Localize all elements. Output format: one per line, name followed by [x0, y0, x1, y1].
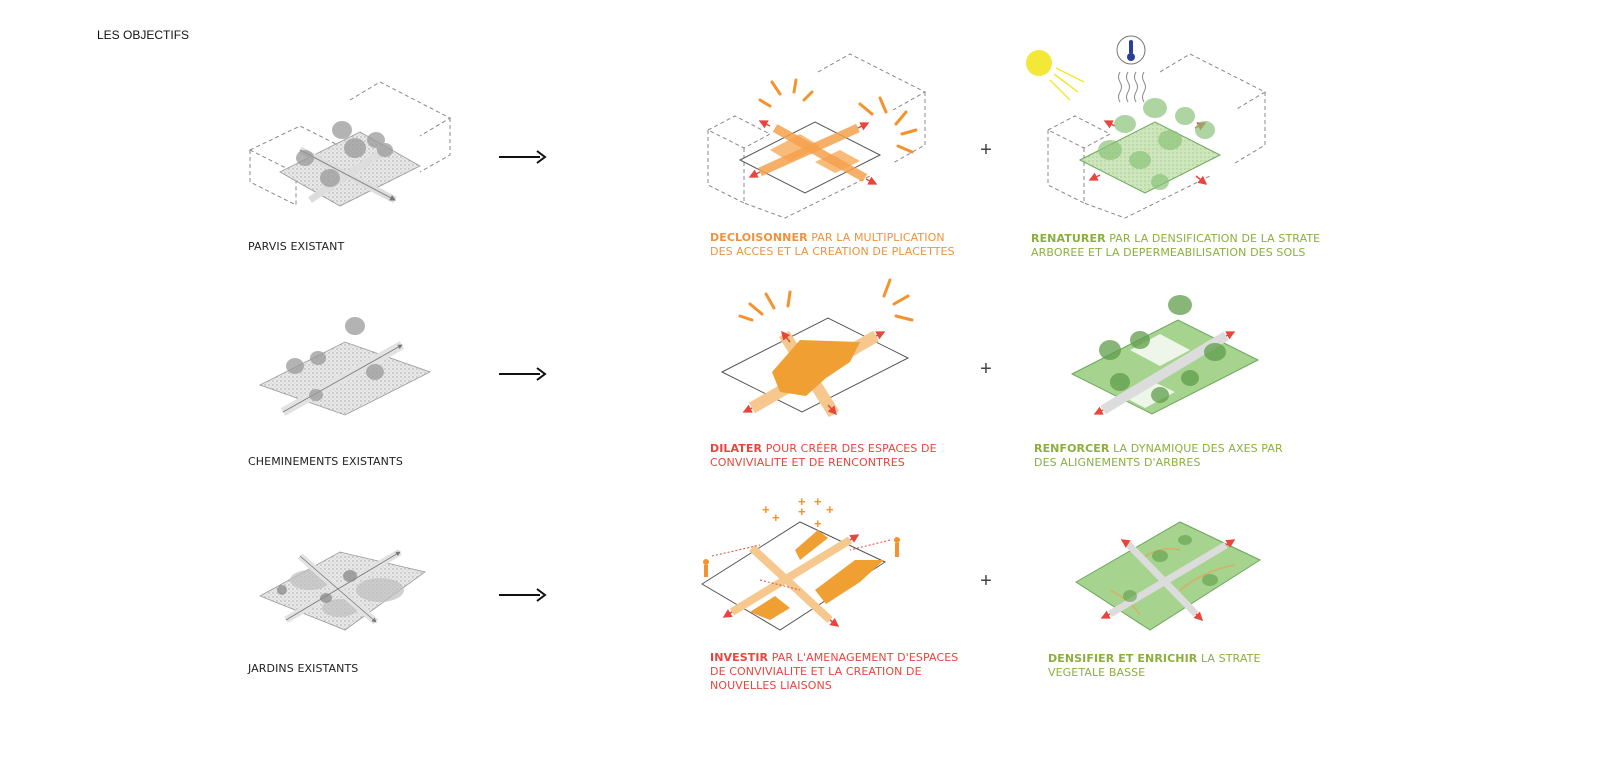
svg-text:+: + [826, 502, 834, 517]
renaturer-diagram [1026, 35, 1267, 219]
objective-text-line-1: PAR LA DENSIFICATION DE LA STRATE [1105, 232, 1321, 245]
page-title: LES OBJECTIFS [97, 28, 190, 42]
objective-text-line-2: VEGETALE BASSE [1048, 666, 1146, 679]
objective-text-line-1: PAR LA MULTIPLICATION [807, 231, 945, 244]
objective-dilater: DILATER POUR CRÉER DES ESPACES DE CONVIV… [710, 442, 937, 470]
cheminements-existing-diagram [258, 317, 432, 416]
objective-densifier: DENSIFIER ET ENRICHIR LA STRATE VEGETALE… [1048, 652, 1261, 680]
plus-operator-1: + [980, 139, 992, 161]
objective-text-line-3: NOUVELLES LIAISONS [710, 679, 832, 692]
svg-text:+: + [798, 494, 806, 509]
densifier-diagram [1075, 521, 1262, 631]
svg-text:+: + [762, 502, 770, 517]
decloisonner-diagram [706, 53, 927, 219]
objective-decloisonner: DECLOISONNER PAR LA MULTIPLICATION DES A… [710, 231, 955, 259]
sun-icon [1026, 50, 1052, 76]
objective-text-line-2: DE CONVIVIALITE ET LA CREATION DE [710, 665, 922, 678]
objective-text-line-1: POUR CRÉER DES ESPACES DE [762, 442, 937, 455]
objective-keyword: DILATER [710, 442, 763, 455]
svg-text:+: + [814, 494, 822, 509]
objective-text-line-2: ARBOREE ET LA DEPERMEABILISATION DES SOL… [1031, 246, 1306, 259]
renforcer-diagram [1070, 295, 1260, 415]
objective-keyword: RENATURER [1031, 232, 1106, 245]
objective-text-line-2: CONVIVIALITE ET DE RENCONTRES [710, 456, 905, 469]
transition-arrow-3 [499, 588, 547, 602]
parvis-existing-diagram [248, 81, 452, 207]
jardins-existing-diagram [259, 548, 426, 631]
investir-diagram: ++ ++ ++ + [701, 494, 900, 631]
thermometer-icon [1116, 35, 1146, 65]
objective-text-line-1: LA STRATE [1197, 652, 1261, 665]
objective-text-line-2: DES ACCES ET LA CREATION DE PLACETTES [710, 245, 955, 258]
objective-renforcer: RENFORCER LA DYNAMIQUE DES AXES PAR DES … [1034, 442, 1283, 470]
dilater-diagram [720, 278, 914, 418]
svg-text:+: + [814, 516, 822, 531]
svg-text:+: + [980, 358, 992, 380]
svg-text:+: + [798, 504, 806, 519]
transition-arrow-2 [499, 367, 547, 381]
objective-keyword: DECLOISONNER [710, 231, 808, 244]
plus-operator-2: + [980, 358, 992, 380]
objective-keyword: DENSIFIER ET ENRICHIR [1048, 652, 1198, 665]
svg-text:+: + [772, 510, 780, 525]
existing-label-jardins: JARDINS EXISTANTS [248, 662, 359, 675]
objective-keyword: RENFORCER [1034, 442, 1110, 455]
objective-text-line-1: LA DYNAMIQUE DES AXES PAR [1109, 442, 1283, 455]
objective-keyword: INVESTIR [710, 651, 769, 664]
existing-label-parvis: PARVIS EXISTANT [248, 240, 345, 253]
existing-label-cheminements: CHEMINEMENTS EXISTANTS [248, 455, 403, 468]
plus-operator-3: + [980, 570, 992, 592]
objective-text-line-1: PAR L'AMENAGEMENT D'ESPACES [768, 651, 959, 664]
transition-arrow-1 [499, 150, 547, 164]
svg-text:+: + [980, 570, 992, 592]
svg-text:+: + [980, 139, 992, 161]
objective-investir: INVESTIR PAR L'AMENAGEMENT D'ESPACES DE … [710, 651, 958, 693]
objective-text-line-2: DES ALIGNEMENTS D'ARBRES [1034, 456, 1201, 469]
objective-renaturer: RENATURER PAR LA DENSIFICATION DE LA STR… [1031, 232, 1320, 260]
